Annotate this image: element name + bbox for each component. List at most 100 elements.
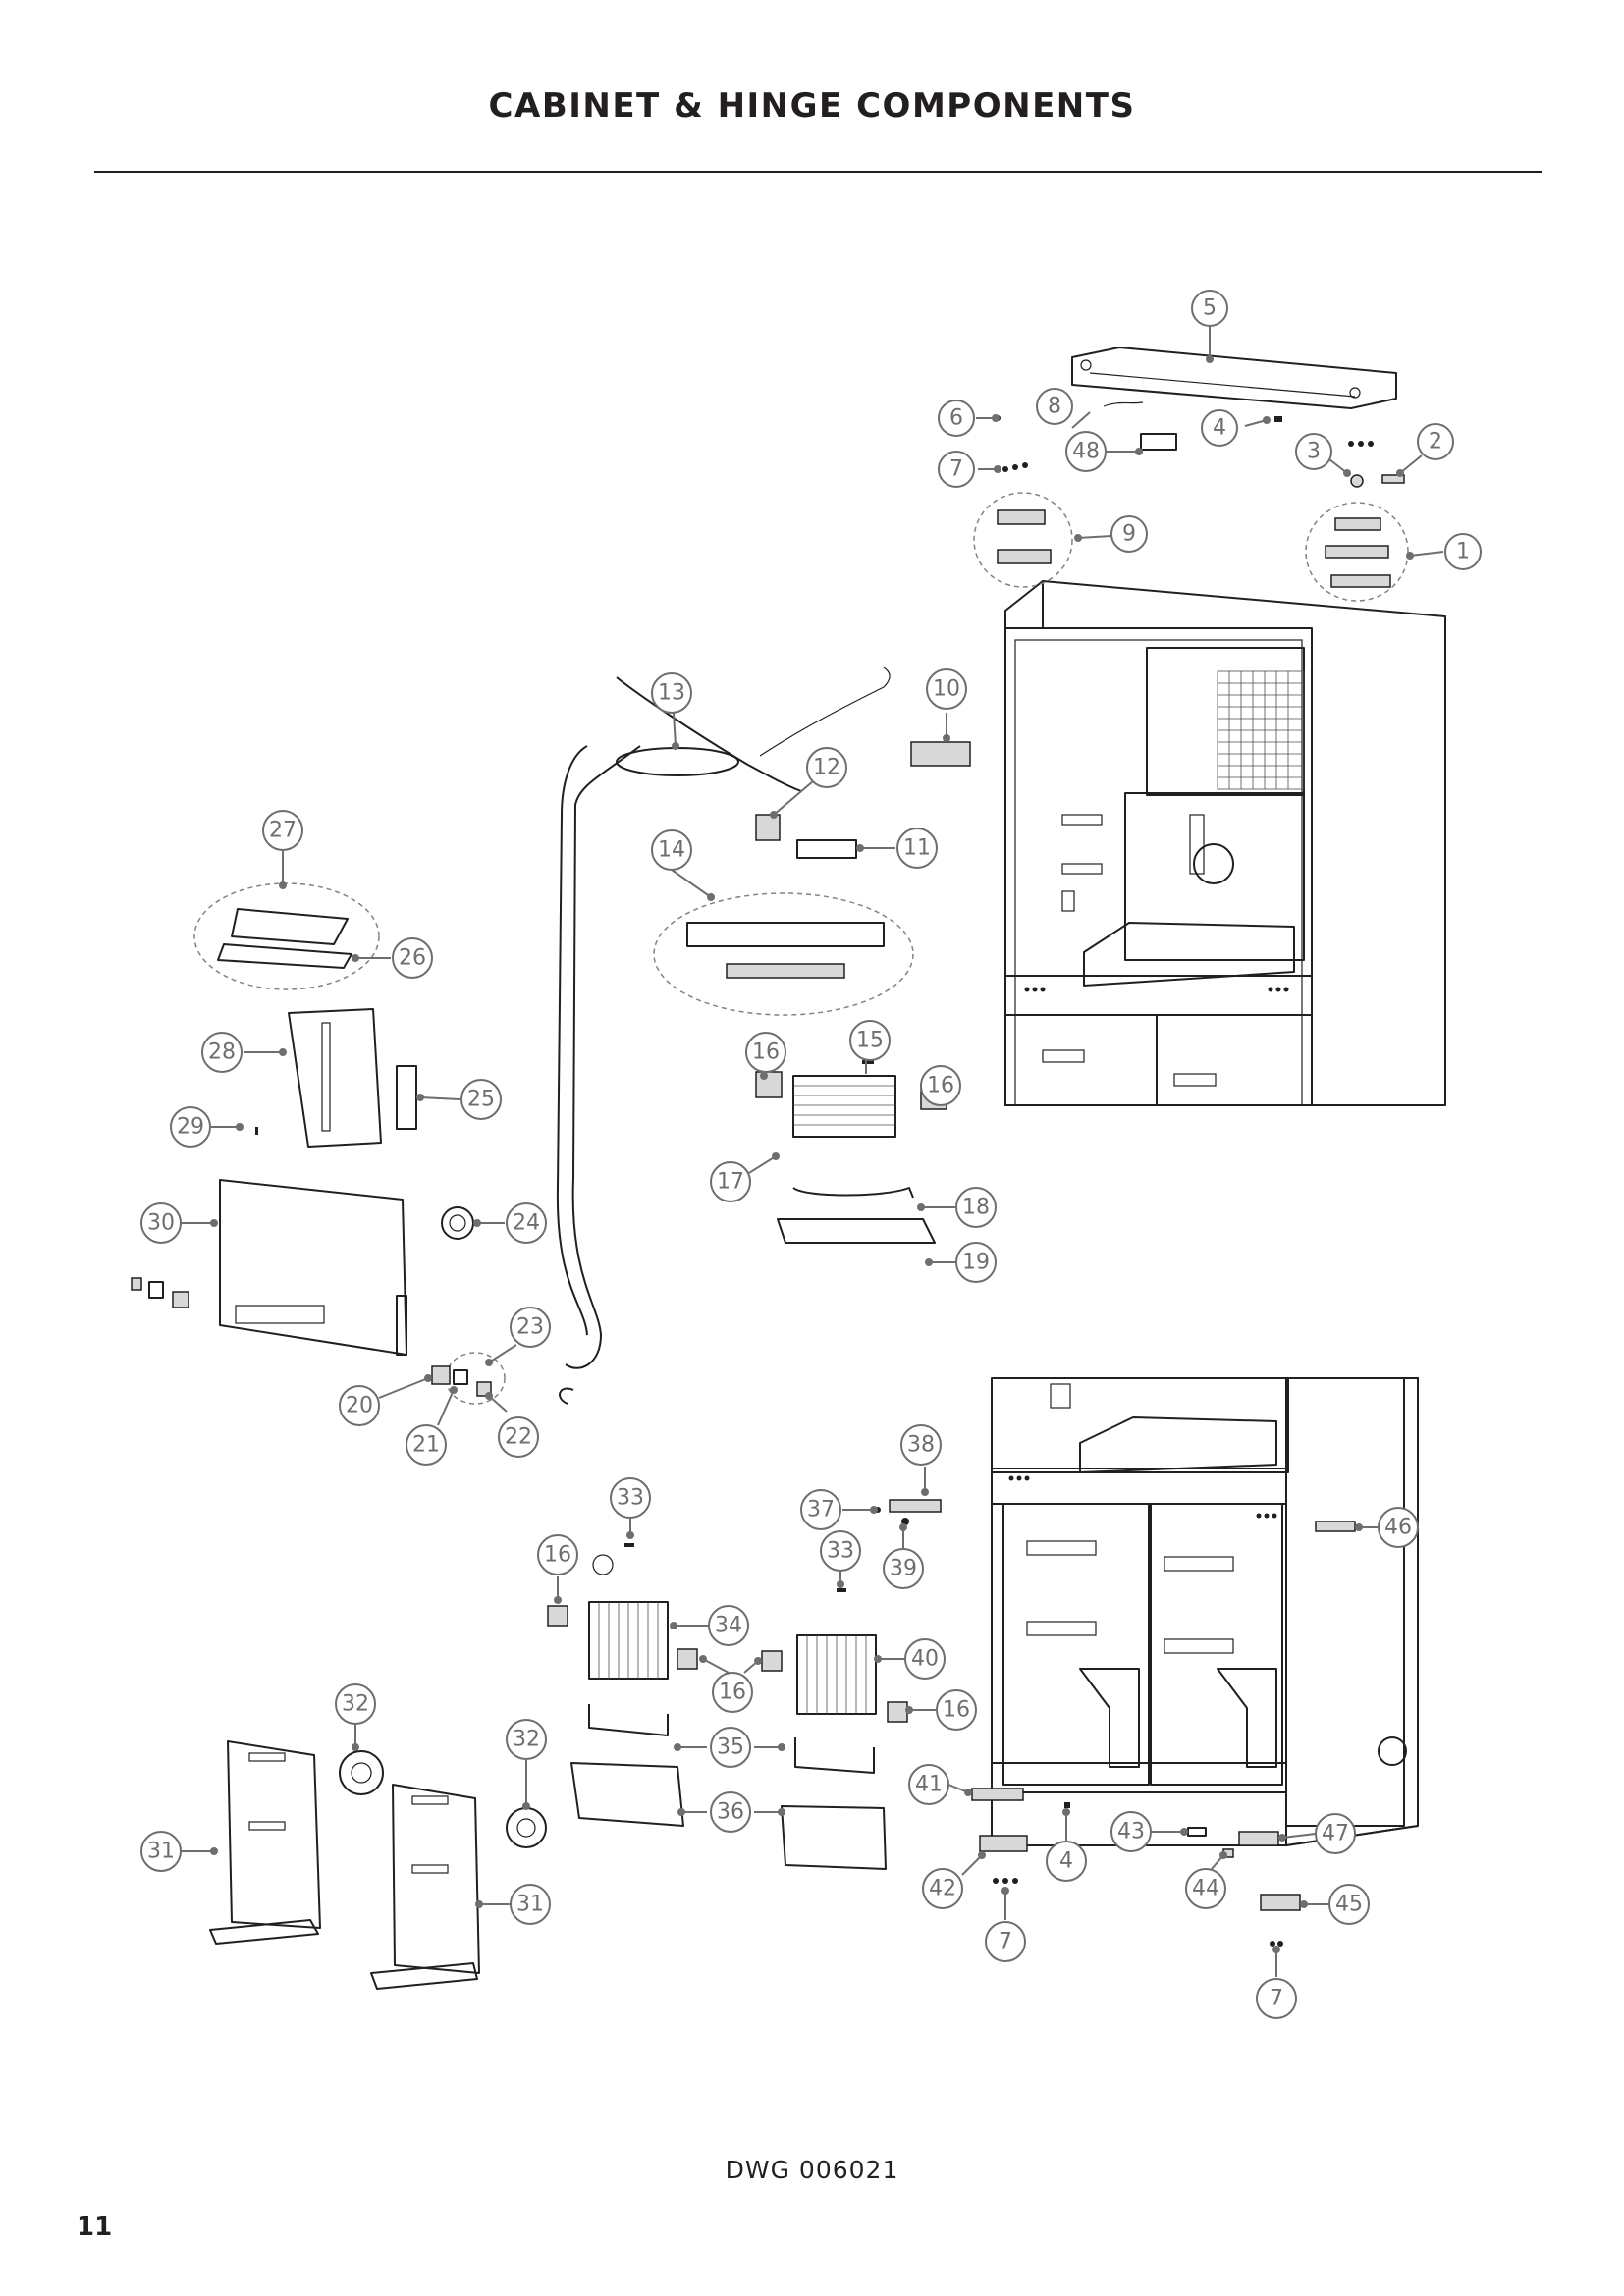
svg-text:4: 4: [1059, 1849, 1073, 1874]
fan-24-hub: [449, 1214, 466, 1232]
svg-text:11: 11: [903, 836, 931, 861]
svg-text:32: 32: [513, 1728, 540, 1752]
callout-42: 42: [922, 1868, 963, 1909]
svg-text:16: 16: [943, 1698, 970, 1723]
hinge-bolts-3: [1348, 441, 1374, 488]
part-11: [796, 839, 857, 859]
svg-text:33: 33: [617, 1486, 644, 1511]
small-parts-30: [131, 1277, 189, 1308]
callout-30: 30: [140, 1202, 182, 1244]
svg-text:31: 31: [516, 1893, 544, 1917]
plug-4-top: [1274, 416, 1282, 422]
tube-end: [559, 1387, 574, 1405]
svg-text:4: 4: [1213, 416, 1226, 441]
part-33-a: [624, 1543, 634, 1547]
clip-16-left: [755, 1071, 783, 1098]
group-ring-9: [973, 492, 1073, 588]
callout-33-right: 33: [820, 1530, 861, 1572]
callout-3: 3: [1295, 433, 1332, 470]
evaporator-40: [796, 1634, 877, 1715]
callout-31-left: 31: [140, 1831, 182, 1872]
duct-14: [686, 922, 885, 947]
callout-4-top: 4: [1201, 409, 1238, 447]
page-number: 11: [77, 2213, 113, 2242]
cover-48: [1140, 433, 1177, 451]
callout-16-lower-middle: 16: [712, 1672, 753, 1713]
svg-text:36: 36: [717, 1800, 744, 1825]
part-20: [431, 1365, 451, 1385]
group-ring-1: [1305, 502, 1409, 602]
svg-text:25: 25: [467, 1088, 495, 1112]
svg-text:8: 8: [1048, 395, 1061, 419]
mesh-panel: [1217, 670, 1305, 790]
svg-text:13: 13: [658, 681, 685, 706]
svg-text:10: 10: [933, 677, 960, 702]
screw-29: [255, 1127, 258, 1135]
svg-text:47: 47: [1322, 1822, 1349, 1846]
fan-32-right: [506, 1807, 547, 1848]
svg-text:1: 1: [1456, 540, 1470, 564]
callout-20: 20: [339, 1385, 380, 1426]
hinge-assembly-1: [1325, 517, 1391, 588]
callout-16-lower-left: 16: [537, 1534, 578, 1575]
callout-13: 13: [651, 672, 692, 714]
svg-text:6: 6: [949, 406, 963, 431]
svg-text:45: 45: [1335, 1893, 1363, 1917]
part-illustrations: [131, 347, 1446, 1990]
part-43: [1187, 1827, 1207, 1837]
bracket-25: [396, 1065, 417, 1130]
hinge-42: [979, 1835, 1028, 1852]
svg-text:34: 34: [715, 1614, 742, 1638]
svg-text:7: 7: [949, 457, 963, 482]
callout-7-top: 7: [938, 451, 975, 488]
svg-text:18: 18: [962, 1196, 990, 1220]
part-21: [453, 1369, 468, 1385]
leader-lines: [181, 326, 1444, 1977]
plug-4-bottom: [1064, 1802, 1070, 1808]
callout-17: 17: [710, 1161, 751, 1202]
svg-text:27: 27: [269, 819, 297, 843]
callout-43: 43: [1110, 1811, 1152, 1852]
callout-25: 25: [460, 1079, 502, 1120]
callout-45: 45: [1328, 1884, 1370, 1925]
callout-39: 39: [883, 1548, 924, 1589]
callout-35: 35: [710, 1727, 751, 1768]
callout-24: 24: [506, 1202, 547, 1244]
svg-text:37: 37: [807, 1498, 835, 1522]
callout-14: 14: [651, 829, 692, 871]
part-47: [1315, 1521, 1356, 1532]
fan-32-right-hub: [516, 1818, 536, 1838]
svg-text:24: 24: [513, 1211, 540, 1236]
callout-5: 5: [1191, 290, 1228, 327]
svg-text:31: 31: [147, 1840, 175, 1864]
callout-34: 34: [708, 1605, 749, 1646]
svg-text:33: 33: [827, 1539, 854, 1564]
group-ring-27: [193, 882, 380, 990]
callout-bubbles: 5 6 8 4 48 3 2 7 9 1 13 10 12 11 14 27 2…: [140, 290, 1482, 2019]
callout-22: 22: [498, 1416, 539, 1458]
fan-24: [441, 1206, 474, 1240]
svg-text:9: 9: [1122, 522, 1136, 547]
svg-text:7: 7: [1270, 1987, 1283, 2011]
callout-4-bottom: 4: [1046, 1841, 1087, 1882]
heater-35-right: [794, 1737, 875, 1774]
callout-8: 8: [1036, 388, 1073, 425]
svg-text:12: 12: [813, 756, 840, 780]
shroud-31-right: [370, 1784, 480, 1990]
hinge-assembly-9: [997, 509, 1052, 564]
svg-text:39: 39: [890, 1557, 917, 1581]
clip-16-d: [887, 1701, 908, 1723]
shroud-31-left: [209, 1740, 321, 1945]
callout-16-upper-right: 16: [920, 1065, 961, 1106]
svg-text:19: 19: [962, 1251, 990, 1275]
housing-30-edge: [396, 1295, 407, 1356]
duct-cover-14: [726, 963, 845, 979]
svg-text:5: 5: [1203, 296, 1217, 321]
callout-26: 26: [392, 937, 433, 979]
svg-text:35: 35: [717, 1735, 744, 1760]
svg-text:42: 42: [929, 1877, 956, 1901]
callout-16-upper-left: 16: [745, 1032, 786, 1073]
drain-tray-19: [777, 1218, 936, 1244]
clip-16-c: [761, 1650, 783, 1672]
